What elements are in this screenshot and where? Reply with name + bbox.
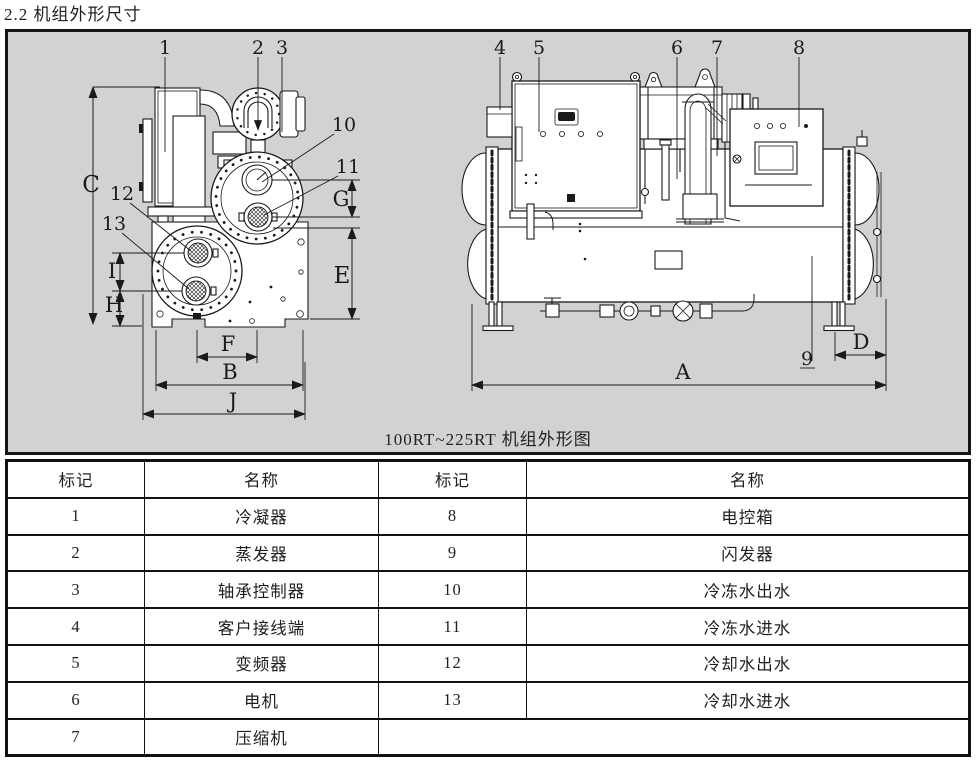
callout-label-3: 3 [276,37,288,59]
header-mark-left: 标记 [6,459,145,499]
header-mark-right: 标记 [378,459,527,499]
name-cell: 闪发器 [526,534,970,572]
name-cell: 冷冻水出水 [526,570,970,609]
mark-cell: 13 [378,681,527,720]
outline-drawing-panel: C G E I [5,29,971,455]
dim-label-H: H [105,293,123,317]
dim-G: G [272,179,360,218]
callout-label-5: 5 [533,37,545,59]
right-view-side-elevation: A D 4 5 6 7 8 9 [461,37,887,391]
callout-label-7: 7 [711,37,723,59]
nameplate [654,250,683,270]
table-row: 4 客户接线端 11 冷冻水进水 [6,607,970,646]
callout-label-6: 6 [671,37,683,59]
name-cell: 冷却水出水 [526,644,970,683]
left-view-callouts: 1 2 3 10 11 12 13 [102,37,360,290]
callout-label-10: 10 [332,114,356,136]
name-cell: 电控箱 [526,497,970,536]
dim-label-B: B [222,360,237,384]
mark-cell: 3 [6,570,145,609]
name-cell: 冷冻水进水 [526,607,970,646]
condenser-end-flange [151,225,243,319]
callout-label-4: 4 [494,37,506,59]
header-name-right: 名称 [526,459,970,499]
dim-C: C [82,86,160,325]
control-box [729,108,824,207]
dim-label-I: I [108,259,116,283]
dim-E: E [273,227,360,320]
callout-label-12: 12 [110,183,134,205]
dim-label-F: F [221,332,236,356]
table-row: 6 电机 13 冷却水进水 [6,681,970,720]
right-view-callouts: 4 5 6 7 8 9 [494,37,815,370]
name-cell: 电机 [144,681,379,720]
callout-label-11: 11 [336,156,360,178]
dim-J: J [142,294,306,420]
section-title: 2.2 机组外形尺寸 [4,5,142,24]
dim-label-A: A [674,360,691,384]
bottom-piping [540,294,755,322]
evaporator-end-flange [210,151,304,245]
mark-cell: 12 [378,644,527,683]
parts-table: 标记 名称 标记 名称 1 冷凝器 8 电控箱 2 蒸发器 9 闪发器 3 轴承… [5,459,971,758]
name-cell: 压缩机 [144,718,379,757]
name-cell: 蒸发器 [144,534,379,572]
mark-cell: 5 [6,644,145,683]
inverter-panel [509,71,643,219]
name-cell: 轴承控制器 [144,570,379,609]
mark-cell: 10 [378,570,527,609]
mark-cell: 1 [6,497,145,536]
mark-cell: 11 [378,607,527,646]
table-row: 3 轴承控制器 10 冷冻水出水 [6,570,970,609]
empty-merged-cell [378,718,970,757]
name-cell: 客户接线端 [144,607,379,646]
parts-table-header-row: 标记 名称 标记 名称 [6,459,970,499]
table-row: 7 压缩机 [6,718,970,757]
dim-A: A [471,299,887,391]
mark-cell: 4 [6,607,145,646]
left-view-end-elevation: C G E I [82,37,360,420]
unit-outline-drawing: C G E I [82,37,887,420]
dim-F: F [196,330,258,363]
name-cell: 冷凝器 [144,497,379,536]
dim-B: B [155,330,304,391]
callout-label-8: 8 [793,37,805,59]
callout-label-1: 1 [159,37,171,59]
mark-cell: 6 [6,681,145,720]
dim-D: D [834,330,887,361]
callout-label-9: 9 [801,348,813,370]
header-name-left: 名称 [144,459,379,499]
dim-H: H [105,290,142,327]
dim-label-D: D [853,330,870,354]
mark-cell: 2 [6,534,145,572]
terminal-box [486,106,513,138]
name-cell: 冷却水进水 [526,681,970,720]
callout-label-13: 13 [102,213,126,235]
dim-label-C: C [82,172,100,198]
dim-label-E: E [334,263,351,289]
callout-label-2: 2 [252,37,264,59]
dim-label-J: J [227,389,237,413]
suction-elbow [199,89,235,127]
name-cell: 变频器 [144,644,379,683]
drawing-caption: 100RT~225RT 机组外形图 [384,430,592,449]
dim-label-G: G [333,187,350,211]
table-row: 2 蒸发器 9 闪发器 [6,534,970,572]
table-row: 5 变频器 12 冷却水出水 [6,644,970,683]
mark-cell: 9 [378,534,527,572]
riser-pipe [684,93,712,225]
mark-cell: 7 [6,718,145,757]
table-row: 1 冷凝器 8 电控箱 [6,497,970,536]
mark-cell: 8 [378,497,527,536]
